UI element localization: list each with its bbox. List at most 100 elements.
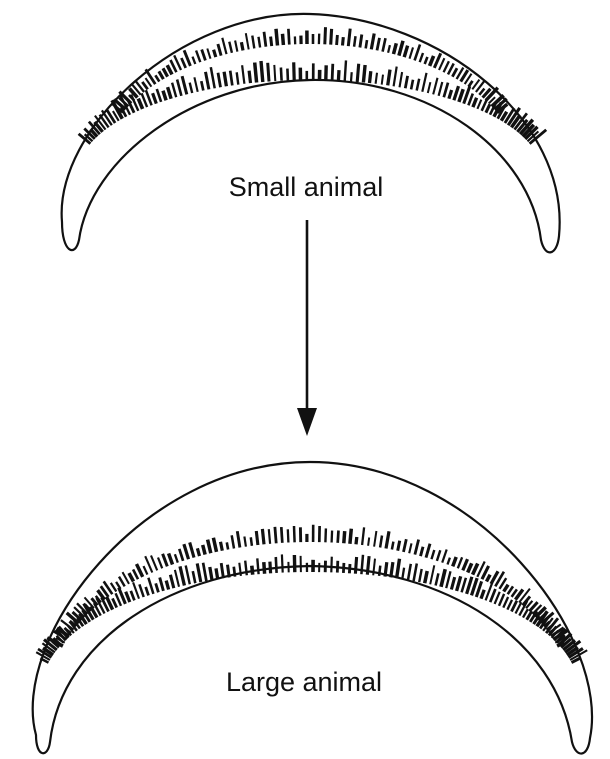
large-scale-tick bbox=[275, 527, 276, 543]
small-scale-tick bbox=[351, 72, 352, 81]
small-scale-tick bbox=[325, 27, 326, 44]
large-scale-tick bbox=[437, 550, 440, 561]
large-scale-tick bbox=[402, 568, 404, 579]
large-scale-tick bbox=[380, 536, 382, 548]
small-scale-tick bbox=[394, 67, 397, 87]
small-scale-tick bbox=[288, 29, 289, 45]
large-scale-tick bbox=[252, 566, 253, 575]
large-scale-tick bbox=[203, 563, 206, 581]
large-scale-tick bbox=[237, 531, 240, 547]
large-scale-tick bbox=[221, 563, 223, 578]
small-scale-tick bbox=[425, 57, 428, 64]
large-scale-tick bbox=[368, 538, 369, 546]
large-scale-tick bbox=[362, 527, 364, 545]
large-scale-tick bbox=[160, 578, 164, 591]
large-scale-tick bbox=[361, 555, 363, 574]
large-scale-tick bbox=[495, 592, 500, 604]
large-scale-tick bbox=[281, 527, 282, 543]
large-scale-tick bbox=[432, 550, 435, 559]
large-scale-tick bbox=[338, 531, 339, 543]
small-scale-tick bbox=[377, 38, 380, 51]
small-scale-tick bbox=[268, 63, 269, 82]
large-scale-tick bbox=[367, 556, 369, 575]
large-scale-tick bbox=[457, 576, 461, 591]
small-scale-tick bbox=[371, 34, 374, 50]
small-scale-tick bbox=[430, 56, 434, 66]
large-scale-tick bbox=[397, 559, 400, 578]
large-scale-tick bbox=[197, 548, 199, 556]
large-scale-tick bbox=[430, 565, 434, 584]
small-scale-tick bbox=[163, 68, 168, 76]
small-scale-tick bbox=[229, 42, 232, 53]
large-scale-tick bbox=[350, 529, 351, 544]
large-scale-tick bbox=[385, 562, 387, 576]
large-scale-tick bbox=[190, 542, 194, 557]
small-scale-tick bbox=[259, 37, 261, 48]
large-scale-tick bbox=[184, 544, 189, 559]
large-scale-tick bbox=[415, 540, 419, 555]
large-scale-tick bbox=[391, 562, 393, 577]
large-scale-tick bbox=[355, 557, 356, 574]
large-scale-tick bbox=[448, 558, 450, 565]
small-scale-tick bbox=[343, 37, 344, 45]
large-scale-tick bbox=[228, 565, 230, 578]
large-scale-tick bbox=[504, 585, 508, 592]
large-scale-tick bbox=[294, 526, 295, 542]
large-scale-tick bbox=[186, 566, 190, 585]
small-scale-tick bbox=[222, 38, 226, 54]
large-scale-tick bbox=[208, 540, 211, 554]
large-scale-tick bbox=[216, 568, 218, 579]
large-scale-tick bbox=[463, 559, 468, 570]
large-scale-tick bbox=[270, 562, 271, 574]
large-scale-tick bbox=[451, 577, 454, 589]
small-scale-tick bbox=[404, 46, 407, 58]
large-scale-tick bbox=[175, 554, 178, 562]
large-scale-tick bbox=[458, 557, 462, 568]
large-scale-tick bbox=[113, 598, 117, 607]
large-scale-tick bbox=[487, 575, 491, 582]
large-scale-tick bbox=[425, 571, 428, 583]
small-scale-tick bbox=[337, 35, 338, 45]
small-scale-tick bbox=[246, 33, 249, 49]
small-scale-tick bbox=[428, 82, 431, 93]
small-scale-tick bbox=[459, 89, 463, 102]
large-scale-tick bbox=[146, 587, 149, 596]
small-scale-ticks bbox=[79, 27, 547, 144]
small-scale-tick bbox=[172, 83, 176, 98]
small-scale-tick bbox=[469, 81, 473, 87]
large-scale-tick bbox=[462, 578, 466, 593]
small-scale-tick bbox=[332, 64, 333, 81]
large-scale-tick bbox=[276, 557, 277, 573]
small-scale-tick bbox=[479, 89, 484, 95]
small-scale-tick bbox=[411, 80, 413, 90]
large-scale-tick bbox=[490, 589, 495, 602]
large-scale-tick bbox=[148, 578, 153, 594]
small-scale-tick bbox=[190, 83, 193, 93]
small-scale-tick bbox=[331, 29, 332, 45]
small-scale-tick bbox=[468, 94, 472, 106]
large-scale-tick bbox=[337, 561, 338, 573]
large-scale-tick bbox=[137, 564, 143, 577]
large-scale-tick bbox=[508, 586, 513, 594]
large-scale-tick bbox=[343, 563, 344, 573]
large-scale-tick bbox=[409, 543, 411, 553]
small-scale-tick bbox=[194, 77, 197, 92]
small-animal-label: Small animal bbox=[229, 172, 384, 203]
large-scale-tick bbox=[386, 531, 389, 548]
large-scale-tick bbox=[379, 566, 380, 576]
small-scale-tick bbox=[211, 67, 215, 88]
small-scale-tick bbox=[376, 73, 377, 84]
large-scale-tick bbox=[227, 542, 228, 549]
large-scale-tick bbox=[85, 605, 91, 611]
small-scale-tick bbox=[224, 72, 226, 87]
small-scale-tick bbox=[477, 100, 481, 109]
large-scale-tick bbox=[158, 558, 162, 569]
small-scale-tick bbox=[434, 53, 440, 68]
small-scale-tick bbox=[444, 83, 448, 98]
large-scale-tick bbox=[436, 573, 439, 585]
large-scale-tick bbox=[131, 591, 135, 601]
large-scale-tick bbox=[139, 584, 143, 597]
large-scale-tick bbox=[332, 531, 333, 543]
small-scale-tick bbox=[448, 64, 454, 75]
